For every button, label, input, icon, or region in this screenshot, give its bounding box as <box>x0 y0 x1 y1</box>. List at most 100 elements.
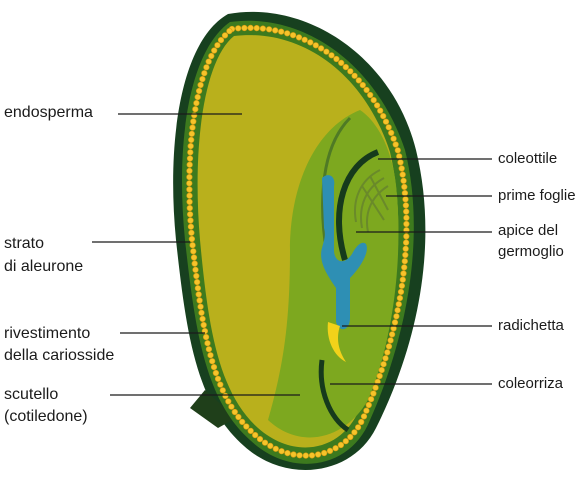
label-scutello-line1: scutello <box>4 386 59 403</box>
aleurone-bead <box>332 445 339 452</box>
aleurone-bead <box>342 63 349 71</box>
label-rivestimento-line2: della cariosside <box>4 347 115 364</box>
aleurone-bead <box>187 217 194 224</box>
aleurone-bead <box>187 211 194 218</box>
aleurone-bead <box>400 177 407 184</box>
aleurone-bead <box>266 26 273 33</box>
aleurone-bead <box>396 153 403 160</box>
aleurone-bead <box>403 233 410 240</box>
aleurone-bead <box>204 340 211 347</box>
aleurone-bead <box>189 124 196 131</box>
aleurone-bead <box>337 441 345 449</box>
aleurone-bead <box>191 112 198 119</box>
aleurone-bead <box>382 118 390 125</box>
aleurone-bead <box>295 34 303 41</box>
aleurone-bead <box>252 432 259 439</box>
aleurone-bead <box>326 447 334 455</box>
aleurone-bead <box>209 358 216 365</box>
aleurone-bead <box>380 112 387 120</box>
aleurone-bead <box>203 334 210 341</box>
aleurone-bead <box>243 423 250 430</box>
aleurone-bead <box>390 135 397 142</box>
aleurone-bead <box>221 32 229 39</box>
aleurone-bead <box>347 433 354 441</box>
radicle-crescent <box>327 322 346 362</box>
aleurone-bead <box>284 30 291 37</box>
label-prime-foglie: prime foglie <box>498 187 576 204</box>
aleurone-bead <box>211 47 218 54</box>
aleurone-bead <box>351 72 358 79</box>
aleurone-bead <box>235 413 242 421</box>
aleurone-bead <box>399 171 406 178</box>
aleurone-bead <box>367 91 374 99</box>
label-apice-line1: apice del <box>498 222 559 239</box>
aleurone-bead <box>395 301 402 308</box>
aleurone-bead <box>347 68 354 75</box>
aleurone-bead <box>272 27 279 34</box>
aleurone-bead <box>192 106 199 113</box>
aleurone-bead <box>403 239 410 246</box>
aleurone-bead <box>241 24 248 32</box>
aleurone-bead <box>225 398 232 405</box>
aleurone-bead <box>201 70 208 77</box>
aleurone-bead <box>247 427 254 435</box>
aleurone-bead <box>253 25 260 32</box>
aleurone-bead <box>392 141 399 148</box>
aleurone-bead <box>196 87 203 95</box>
aleurone-bead <box>318 45 325 52</box>
aleurone-bead <box>235 25 242 32</box>
label-strato-line1: strato <box>4 235 45 252</box>
aleurone-bead <box>188 136 195 143</box>
aleurone-bead <box>214 375 222 382</box>
aleurone-bead <box>200 321 207 329</box>
aleurone-bead <box>219 387 226 394</box>
label-coleottile: coleottile <box>498 150 558 167</box>
aleurone-bead <box>290 451 297 458</box>
aleurone-bead <box>321 449 328 457</box>
aleurone-bead <box>226 28 233 35</box>
aleurone-bead <box>194 285 201 292</box>
aleurone-bead <box>190 254 198 261</box>
aleurone-bead <box>189 242 196 249</box>
aleurone-bead <box>301 36 308 43</box>
aleurone-bead <box>388 129 395 136</box>
aleurone-bead <box>296 452 303 459</box>
aleurone-bead <box>402 245 409 252</box>
aleurone-bead <box>199 315 206 323</box>
aleurone-bead <box>186 174 193 181</box>
aleurone-bead <box>217 36 225 44</box>
aleurone-bead <box>376 372 383 380</box>
aleurone-bead <box>403 208 410 215</box>
label-strato-line2: di aleurone <box>4 258 84 275</box>
aleurone-bead <box>398 282 406 289</box>
aleurone-bead <box>193 99 200 107</box>
aleurone-bead <box>389 331 396 338</box>
aleurone-bead <box>378 367 385 374</box>
embryo-axis <box>321 175 367 330</box>
aleurone-bead <box>197 303 204 310</box>
aleurone-bead <box>186 186 193 193</box>
aleurone-bead <box>199 75 206 83</box>
seed-base <box>190 390 236 428</box>
aleurone-bead <box>394 307 401 314</box>
label-rivestimento-line1: rivestimento <box>4 325 91 342</box>
coleorhiza-arc <box>318 359 350 433</box>
aleurone-bead <box>186 155 194 162</box>
aleurone-bead <box>307 39 314 46</box>
aleurone-bead <box>372 384 379 391</box>
aleurone-bead <box>205 346 212 353</box>
aleurone-bead <box>384 349 391 356</box>
aleurone-bead <box>401 183 408 190</box>
aleurone-bead <box>398 165 405 172</box>
aleurone-bead <box>188 130 195 137</box>
aleurone-bead <box>188 235 195 243</box>
label-coleorriza: coleorriza <box>498 375 564 392</box>
aleurone-bead <box>363 407 370 414</box>
aleurone-bead <box>359 81 366 89</box>
aleurone-bead <box>401 190 409 197</box>
aleurone-bead <box>382 355 389 362</box>
aleurone-bead <box>402 202 410 209</box>
aleurone-bead <box>312 42 319 49</box>
aleurone-bead <box>351 429 358 436</box>
